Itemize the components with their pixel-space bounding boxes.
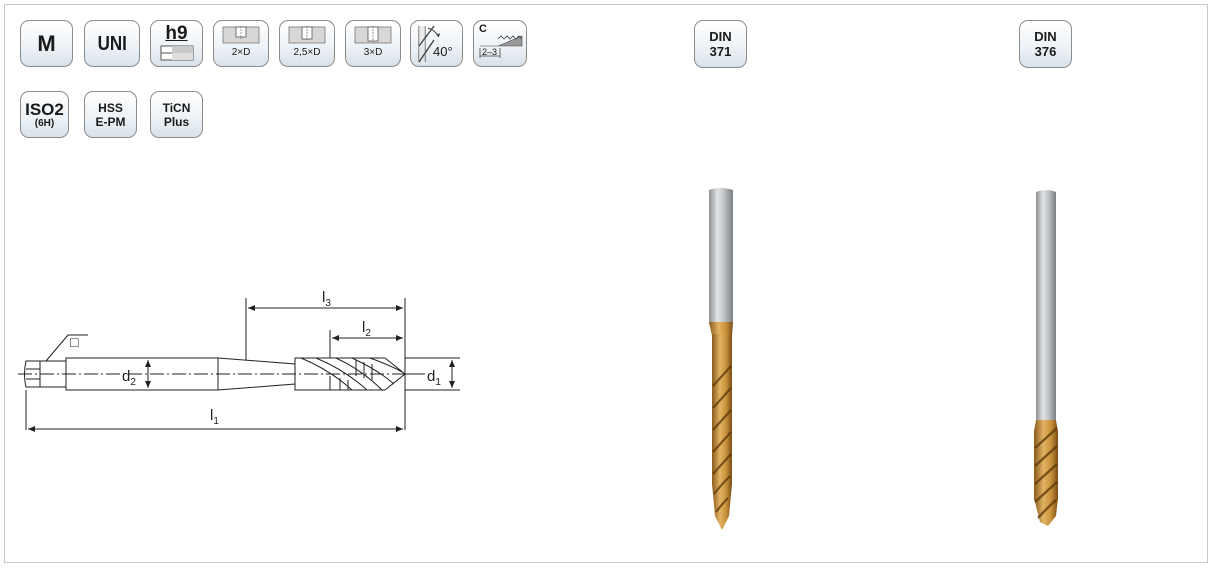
helix-angle-badge: 40° xyxy=(410,20,463,67)
blind-hole-icon xyxy=(354,26,392,44)
dimension-letter: l xyxy=(362,319,365,336)
dimension-l3: l3 xyxy=(322,289,331,309)
shank-tolerance-badge: h9 xyxy=(150,20,203,67)
material-badge: HSS E-PM xyxy=(84,91,137,138)
tap-technical-drawing: □ l3 l2 l1 d2 d1 xyxy=(18,289,460,432)
tap-image-din-371 xyxy=(709,188,733,530)
dimension-letter: l xyxy=(322,289,325,306)
blind-hole-icon xyxy=(222,26,260,44)
badge-label: E-PM xyxy=(95,114,126,129)
badge-label: 2×D xyxy=(231,47,251,58)
dimension-d2: d2 xyxy=(122,368,136,388)
dimension-subscript: 1 xyxy=(213,416,219,427)
thread-depth-2-5xd-badge: 2,5×D xyxy=(279,20,335,67)
chamfer-icon xyxy=(479,35,523,58)
thread-depth-3xd-badge: 3×D xyxy=(345,20,401,67)
badge-label: ISO2 xyxy=(25,99,64,119)
blind-hole-icon xyxy=(288,26,326,44)
dimension-l1: l1 xyxy=(210,407,219,427)
badge-label: (6H) xyxy=(34,117,55,129)
shank-tolerance-icon xyxy=(160,45,193,61)
dimension-letter: l xyxy=(210,407,213,424)
product-card xyxy=(4,4,1208,563)
dimension-letter: d xyxy=(427,368,435,385)
dimension-subscript: 1 xyxy=(435,377,441,388)
badge-label: 376 xyxy=(1034,44,1057,59)
standard-badge-din-371: DIN 371 xyxy=(694,20,747,68)
badge-label: TiCN xyxy=(162,100,191,115)
standard-badge-din-376: DIN 376 xyxy=(1019,20,1072,68)
badge-label: 2,5×D xyxy=(293,47,321,58)
badge-label: HSS xyxy=(98,100,123,115)
thread-metric-badge: M xyxy=(20,20,73,67)
dimension-subscript: 3 xyxy=(325,298,331,309)
badge-label: DIN xyxy=(709,29,732,44)
badge-label: UNI xyxy=(97,32,127,55)
tap-image-din-376 xyxy=(1034,190,1058,526)
dimension-d1: d1 xyxy=(427,368,441,388)
chamfer-form-badge: C 2–3 xyxy=(473,20,527,67)
badge-label: M xyxy=(37,30,56,56)
dimension-letter: d xyxy=(122,368,130,385)
universal-badge: UNI xyxy=(84,20,140,67)
helix-angle-icon xyxy=(418,25,440,63)
dimension-subscript: 2 xyxy=(130,377,136,388)
badge-label: h9 xyxy=(165,23,188,44)
coating-badge: TiCN Plus xyxy=(150,91,203,138)
badge-label: 40° xyxy=(433,44,453,59)
dimension-subscript: 2 xyxy=(365,328,371,339)
badge-label: 2–3 xyxy=(482,47,498,57)
badge-label: 3×D xyxy=(363,47,383,58)
dimension-l2: l2 xyxy=(362,319,371,339)
square-symbol: □ xyxy=(70,334,79,350)
thread-depth-2xd-badge: 2×D xyxy=(213,20,269,67)
badge-label: 371 xyxy=(709,44,732,59)
badge-label: Plus xyxy=(163,114,190,129)
badge-label: DIN xyxy=(1034,29,1057,44)
badge-label: C xyxy=(479,23,487,35)
tolerance-class-badge: ISO2 (6H) xyxy=(20,91,69,138)
